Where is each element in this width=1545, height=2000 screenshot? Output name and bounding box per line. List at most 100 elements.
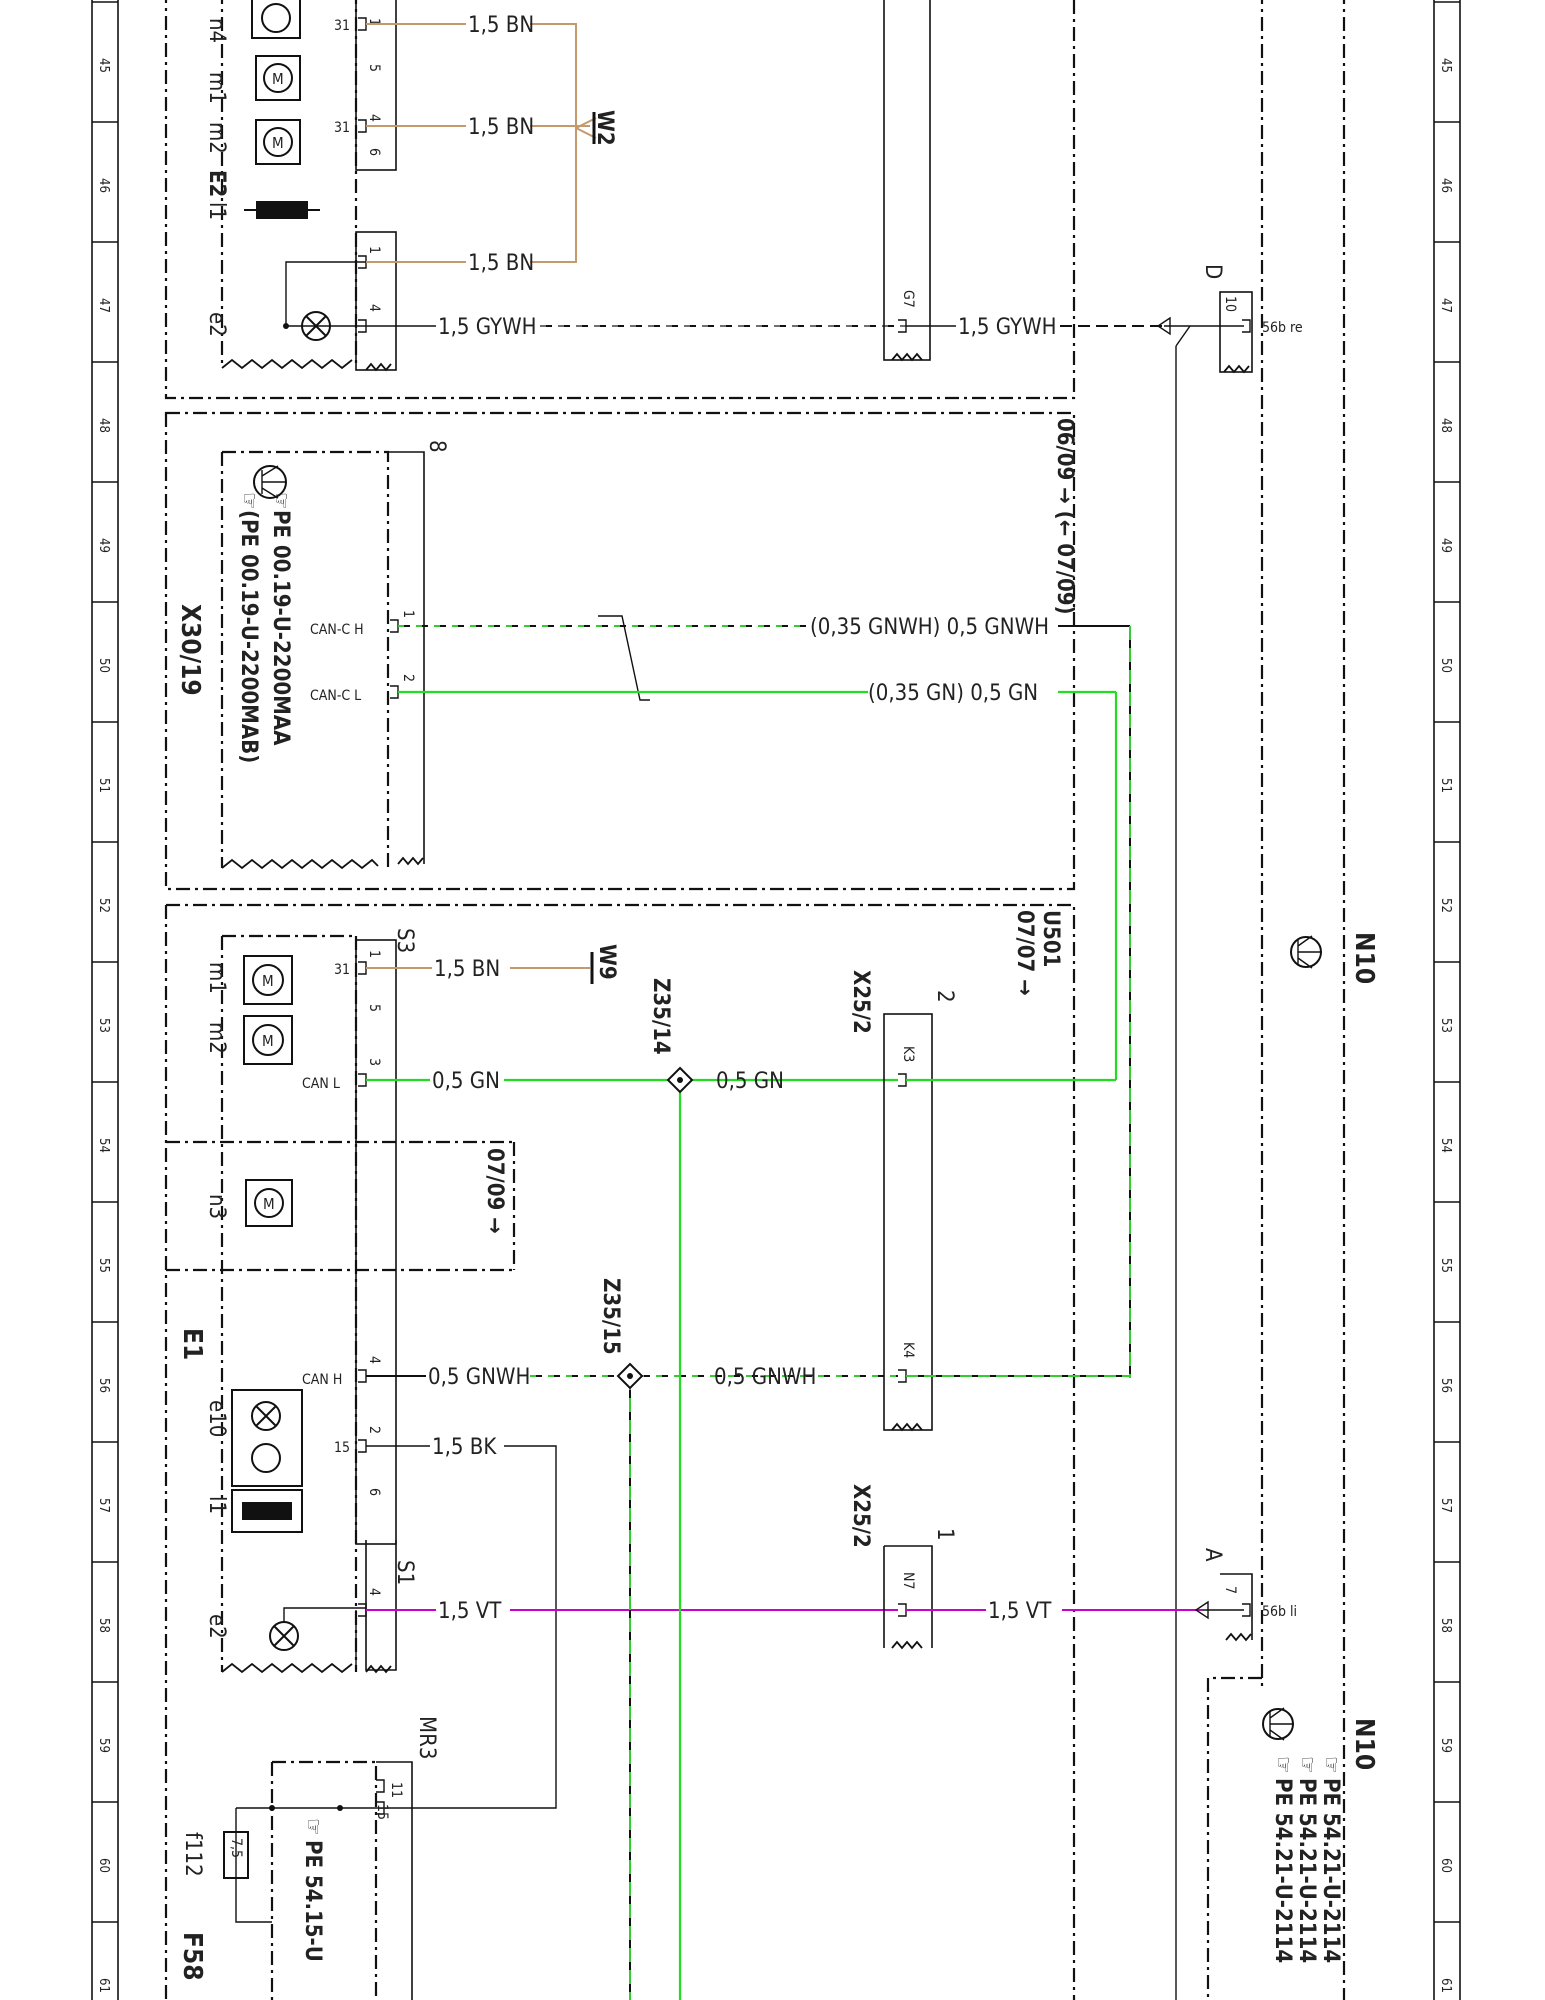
- splice-label-z35-15: Z35/15: [598, 1278, 623, 1355]
- pe-reference: PE 54.21-U-2114: [1318, 1778, 1343, 1963]
- splice-z35-15: [616, 1362, 644, 1390]
- connector-mr3: MR3: [414, 1716, 439, 1759]
- reference-icon: ☞: [1294, 1756, 1319, 1774]
- control-unit-n10: N10 N10 ☞ ☞ ☞ PE 54.21-U-2114 PE 54.21-U…: [1262, 932, 1379, 1963]
- wire-label-gnwh: 0,5 GNWH: [428, 1365, 530, 1390]
- wire-label-gn: 0,5 GN: [432, 1069, 500, 1094]
- wire-label-vt: 1,5 VT: [438, 1599, 502, 1624]
- pin-num: 1: [366, 246, 382, 254]
- ruler-number: 53: [96, 1018, 111, 1033]
- wire-label-canh: (0,35 GNWH) 0,5 GNWH: [810, 615, 1049, 640]
- connector-letter-d: D: [1200, 264, 1225, 279]
- ground-label-w2: W2: [592, 110, 617, 146]
- ruler-number: 46: [1438, 178, 1453, 193]
- motor-icon: M: [255, 119, 301, 165]
- reference-icon: ☞: [236, 492, 261, 510]
- connector-pin-7: 7: [1222, 1586, 1238, 1594]
- pin-num: 3: [366, 1058, 382, 1066]
- wire-label-bn: 1,5 BN: [468, 13, 534, 38]
- ruler-number: 53: [1438, 1018, 1453, 1033]
- label-l1: l1: [204, 1496, 229, 1514]
- ruler-number: 59: [1438, 1738, 1453, 1753]
- svg-text:M: M: [262, 1032, 274, 1050]
- fuse-icon: 7,5: [223, 1831, 249, 1879]
- ruler-number: 57: [1438, 1498, 1453, 1513]
- terminal-56b-re: 56b re: [1262, 320, 1303, 336]
- label-e2: e2: [204, 1614, 229, 1639]
- transistor-icon: [253, 465, 287, 499]
- n10-ref-bottom: N10: [1349, 1718, 1379, 1770]
- pin-term: 31: [334, 962, 350, 978]
- pin-num: 4: [366, 1356, 382, 1364]
- connector-letter-a: A: [1200, 1548, 1225, 1562]
- ruler-number: 49: [96, 538, 111, 553]
- wire-label-bn: 1,5 BN: [468, 251, 534, 276]
- ruler-number: 58: [96, 1618, 111, 1633]
- ruler-number: 50: [1438, 658, 1453, 673]
- ground-label-w9: W9: [594, 944, 619, 980]
- pin-num: 2: [366, 1426, 382, 1434]
- motor-icon: M: [243, 1015, 293, 1065]
- svg-text:M: M: [262, 972, 274, 990]
- wire-label-gywh: 1,5 GYWH: [438, 315, 537, 340]
- heater-element-icon: [244, 201, 320, 219]
- svg-text:M: M: [272, 70, 284, 88]
- ruler-number: 54: [1438, 1138, 1453, 1153]
- wire-label-gnwh: 0,5 GNWH: [714, 1365, 816, 1390]
- ruler-number: 55: [1438, 1258, 1453, 1273]
- label-m1: m1: [204, 962, 229, 994]
- ruler-number: 48: [96, 418, 111, 433]
- top-label-l1: l1: [204, 202, 229, 220]
- can-c-h-pin: 1: [400, 610, 416, 618]
- pin-num: 1: [366, 950, 382, 958]
- pin-term-can-l: CAN L: [302, 1076, 340, 1092]
- ruler-number: 51: [1438, 778, 1453, 793]
- ruler-number: 56: [1438, 1378, 1453, 1393]
- pe-reference: PE 00.19-U-2200MAA: [268, 510, 293, 746]
- reference-icon: ☞: [268, 492, 293, 510]
- top-label-m2: m2: [204, 122, 229, 154]
- ruler-number: 61: [96, 1978, 111, 1993]
- ruler-number: 54: [96, 1138, 111, 1153]
- pin-num: 1: [366, 18, 382, 26]
- connector-num: 2: [932, 990, 957, 1003]
- ruler-number: 51: [96, 778, 111, 793]
- can-c-l-pin: 2: [400, 674, 416, 682]
- pin-num: 4: [366, 304, 382, 312]
- svg-text:M: M: [263, 1195, 275, 1213]
- block-num: 8: [424, 440, 449, 453]
- pin-11: 11: [388, 1782, 404, 1798]
- pin-num: 5: [366, 64, 382, 72]
- terminal-56b-li: 56b li: [1262, 1604, 1297, 1620]
- validity-u501-date: 07/07 →: [1012, 910, 1037, 996]
- top-label-n4: n4: [204, 18, 229, 43]
- ruler-number: 47: [1438, 298, 1453, 313]
- wire-label-gn: 0,5 GN: [716, 1069, 784, 1094]
- pin-num: 6: [366, 1488, 382, 1496]
- ruler-number: 59: [96, 1738, 111, 1753]
- top-label-e2-ref: E2: [204, 170, 229, 197]
- ruler-number: 56: [96, 1378, 111, 1393]
- pe-reference: PE 54.21-U-2114: [1270, 1778, 1295, 1963]
- can-c-l-label: CAN-C L: [310, 688, 361, 704]
- can-c-h-label: CAN-C H: [310, 622, 364, 638]
- connector-pin-10: 10: [1222, 296, 1238, 312]
- pe-reference: PE 54.21-U-2114: [1294, 1778, 1319, 1963]
- pe-reference: PE 54.15-U: [300, 1840, 325, 1962]
- lower-module-e1: S3 S1 m1 m2 n3 E1 e10 l1 e2 M M M: [177, 910, 1063, 1809]
- transistor-icon: [251, 0, 301, 39]
- top-label-e2: e2: [204, 312, 229, 337]
- reference-icon: ☞: [1318, 1756, 1343, 1774]
- pin-num: 4: [366, 1588, 382, 1596]
- right-connector-a: A 7 56b li: [1194, 1548, 1297, 1642]
- ruler-number: 52: [96, 898, 111, 913]
- top-module: n4 m1 m2 E2 l1 e2 M M: [204, 0, 906, 372]
- n10-ref: N10: [1349, 932, 1379, 984]
- pin-term-can-h: CAN H: [302, 1372, 342, 1388]
- connector-num: 1: [932, 1528, 957, 1541]
- lamp-icon: [283, 261, 366, 341]
- connector-ref: X25/2: [848, 970, 873, 1034]
- lamp-transistor-icon: [231, 1389, 303, 1487]
